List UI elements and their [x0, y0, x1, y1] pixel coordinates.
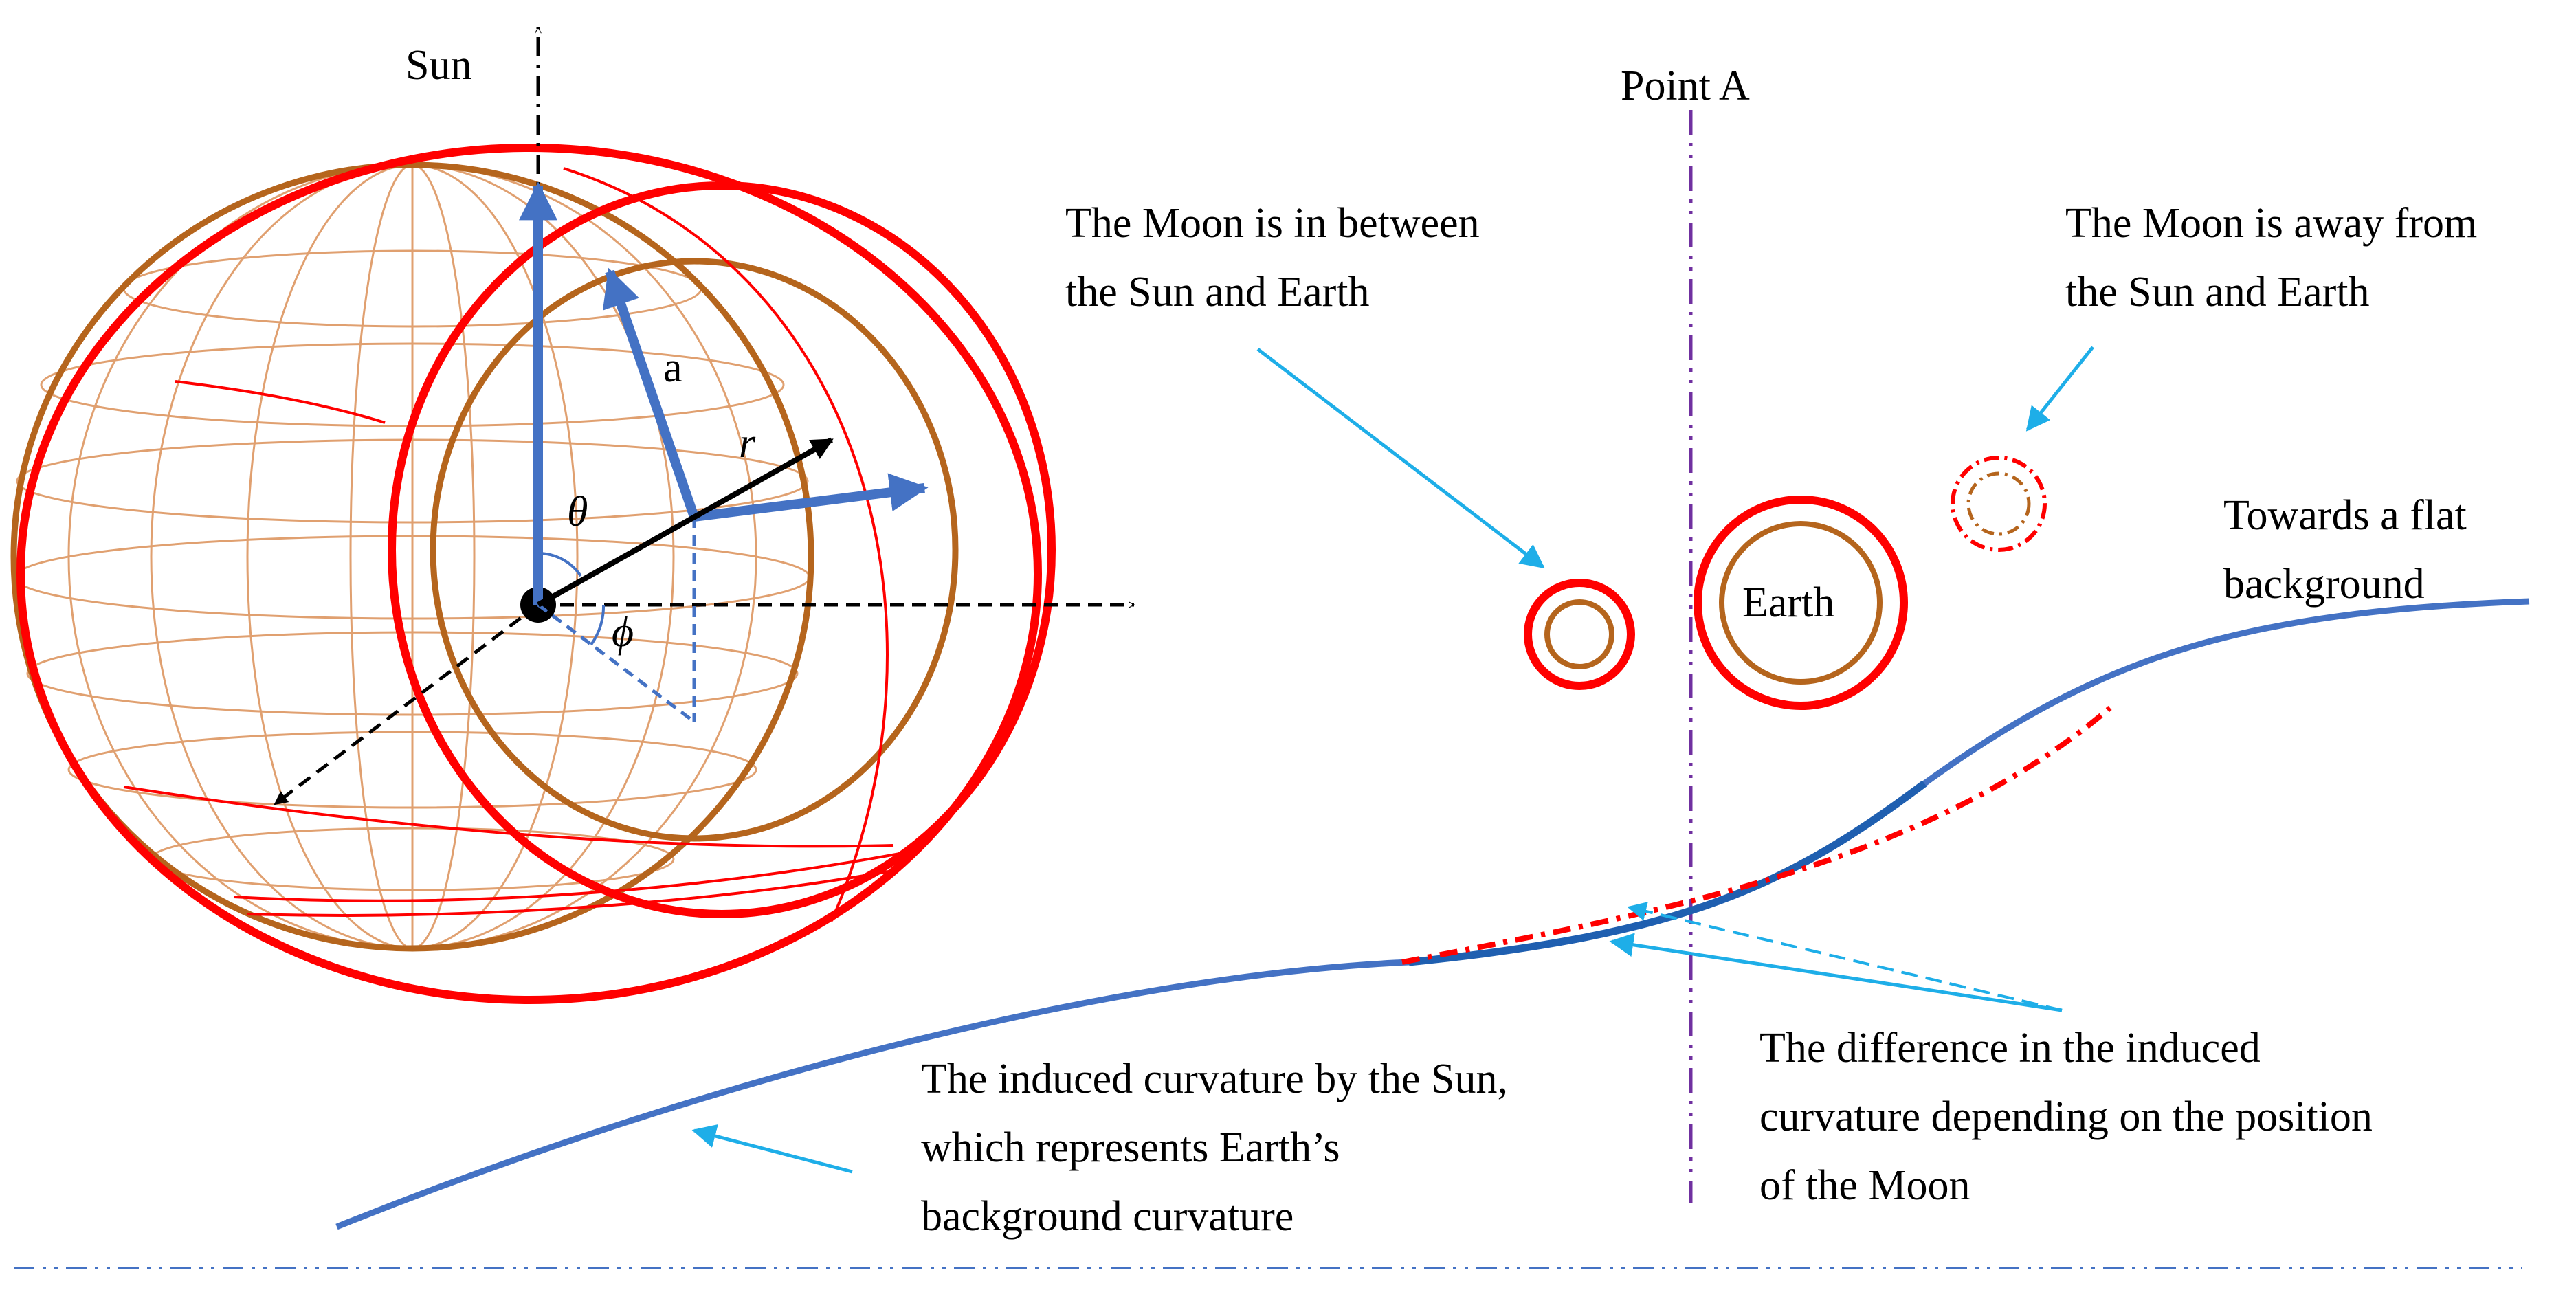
svg-text:The Moon is in between: The Moon is in between — [1065, 200, 1480, 247]
thin-red-lines — [123, 167, 908, 922]
y-axis — [274, 603, 540, 805]
projection-diagonal — [537, 603, 696, 724]
induced-curvature-segment — [1408, 780, 1927, 966]
sun-label: Sun — [406, 42, 471, 89]
earth-label: Earth — [1742, 579, 1834, 626]
svg-text:background: background — [2223, 561, 2425, 608]
svg-text:The induced curvature by the S: The induced curvature by the Sun, — [921, 1056, 1508, 1102]
svg-text:which represents Earth’s: which represents Earth’s — [921, 1124, 1340, 1171]
phi-label: ϕ — [612, 609, 634, 656]
moon-inner-circle — [430, 258, 959, 842]
flat-background-annotation: Towards a flat background — [2223, 492, 2467, 608]
phi-arc — [590, 604, 606, 646]
svg-text:the Sun and Earth: the Sun and Earth — [1065, 269, 1370, 315]
moon-between-annotation: The Moon is in between the Sun and Earth — [1065, 200, 1480, 315]
blue-vectors — [519, 181, 929, 724]
moon-red-ring — [388, 181, 1056, 918]
theta-label: θ — [567, 489, 588, 535]
svg-text:the Sun and Earth: the Sun and Earth — [2065, 269, 2370, 315]
svg-text:background curvature: background curvature — [921, 1193, 1293, 1240]
point-a-label: Point A — [1621, 63, 1750, 109]
difference-arrow-dashed — [1627, 902, 2063, 1012]
induced-curvature-arrow — [691, 1124, 853, 1174]
alternative-curvature-curve — [1401, 705, 2112, 965]
globe-outline — [10, 162, 814, 952]
r-label: r — [739, 420, 756, 467]
svg-text:The Moon is away from: The Moon is away from — [2065, 200, 2477, 247]
earth: Earth — [1694, 496, 1908, 710]
globe-grid — [12, 164, 812, 950]
globe-figure: Sun a r θ ϕ — [10, 27, 1134, 1004]
annotation-arrows — [691, 346, 2094, 1174]
moon-away-arrow — [2025, 346, 2094, 432]
vector-to-ring — [693, 473, 929, 522]
svg-text:Towards a flat: Towards a flat — [2223, 492, 2467, 539]
theta-arc — [537, 552, 582, 577]
difference-annotation: The difference in the induced curvature … — [1759, 1025, 2373, 1209]
vector-r — [537, 437, 834, 608]
outer-red-ring — [16, 144, 1042, 1004]
vector-a — [602, 267, 699, 519]
a-label: a — [663, 344, 682, 391]
svg-text:of the Moon: of the Moon — [1759, 1162, 1970, 1209]
moon-away-annotation: The Moon is away from the Sun and Earth — [2065, 200, 2477, 315]
moon-between-arrow — [1256, 348, 1545, 569]
moon-away — [1951, 456, 2047, 552]
svg-text:curvature depending on the pos: curvature depending on the position — [1759, 1093, 2373, 1140]
difference-arrow-solid — [1609, 933, 2063, 1012]
moon-between — [1524, 579, 1635, 690]
svg-text:The difference in the induced: The difference in the induced — [1759, 1025, 2261, 1071]
induced-curvature-annotation: The induced curvature by the Sun, which … — [921, 1056, 1508, 1240]
